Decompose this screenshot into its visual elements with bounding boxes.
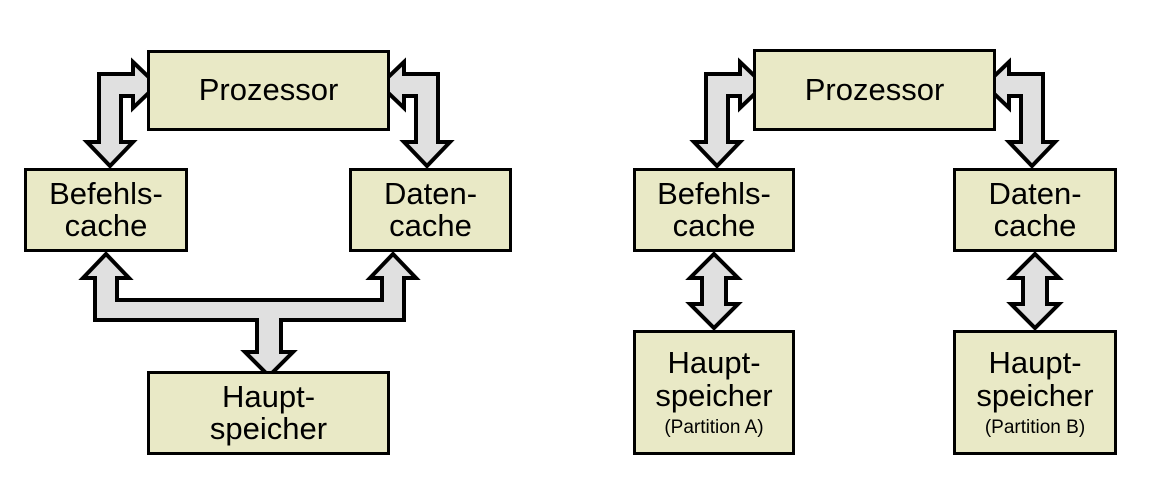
right-data-cache-label: Daten- cache — [988, 175, 1082, 243]
arrow-right-processor-to-instruction-cache — [689, 57, 767, 169]
right-main-memory-partition-a-label: Haupt- speicher — [655, 345, 773, 413]
left-data-cache-label: Daten- cache — [383, 175, 478, 243]
left-processor-box[interactable]: Prozessor — [147, 50, 390, 131]
right-main-memory-partition-b-sublabel: (Partition B) — [984, 416, 1086, 438]
arrow-right-instruction-cache-to-memory-a — [685, 251, 743, 331]
right-instruction-cache-label: Befehls- cache — [657, 175, 771, 243]
right-main-memory-partition-b-box[interactable]: Haupt- speicher (Partition B) — [953, 330, 1117, 455]
right-main-memory-partition-a-sublabel: (Partition A) — [664, 416, 764, 438]
right-main-memory-partition-a-box[interactable]: Haupt- speicher (Partition A) — [633, 330, 795, 455]
arrow-left-caches-to-main-memory — [78, 251, 421, 379]
right-data-cache-box[interactable]: Daten- cache — [953, 168, 1117, 252]
left-instruction-cache-box[interactable]: Befehls- cache — [24, 168, 188, 252]
left-main-memory-label: Haupt- speicher — [209, 378, 328, 446]
right-processor-box[interactable]: Prozessor — [753, 49, 996, 131]
arrow-right-data-cache-to-memory-b — [1006, 251, 1064, 331]
left-main-memory-box[interactable]: Haupt- speicher — [147, 371, 390, 455]
arrow-left-processor-to-instruction-cache — [82, 57, 160, 169]
left-instruction-cache-label: Befehls- cache — [49, 175, 163, 243]
right-main-memory-partition-b-label: Haupt- speicher — [976, 345, 1094, 413]
left-processor-label: Prozessor — [198, 72, 339, 108]
right-instruction-cache-box[interactable]: Befehls- cache — [633, 168, 795, 252]
arrow-right-processor-to-data-cache — [982, 57, 1060, 169]
arrow-left-processor-to-data-cache — [377, 57, 455, 169]
right-processor-label: Prozessor — [804, 71, 945, 107]
left-data-cache-box[interactable]: Daten- cache — [349, 168, 512, 252]
